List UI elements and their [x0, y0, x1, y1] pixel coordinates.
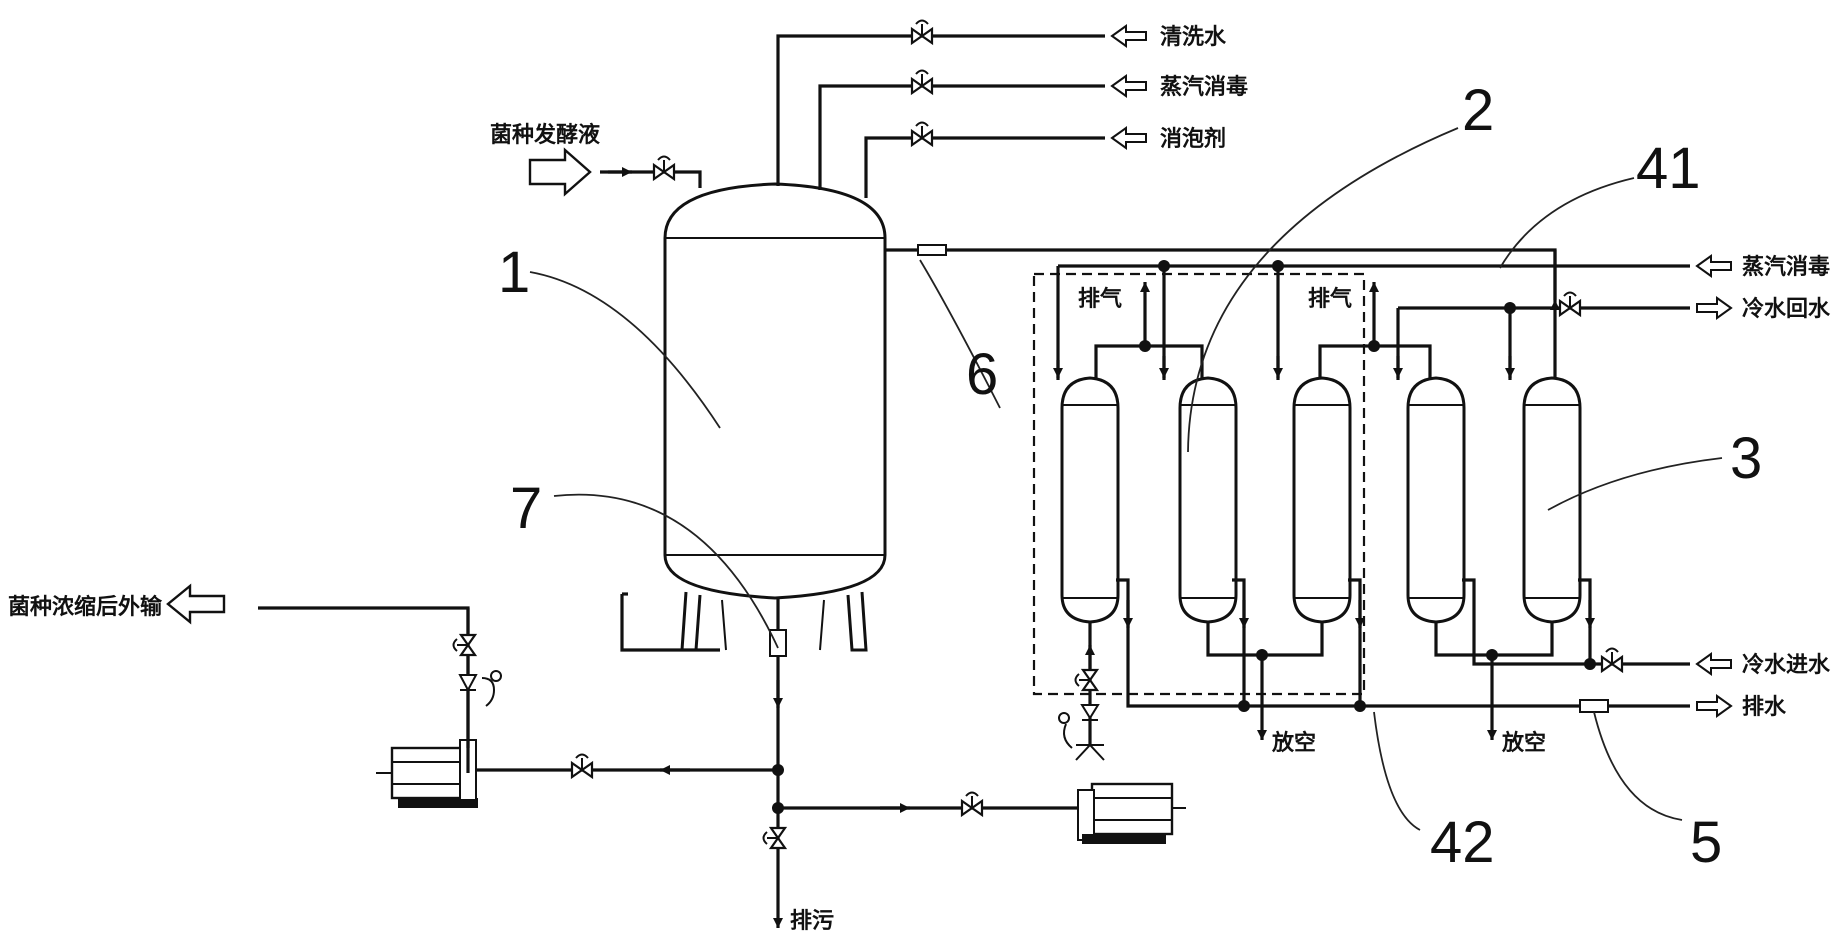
vent-label-1: 放空 [1271, 730, 1316, 756]
wash-water-arrow-icon [1111, 25, 1147, 47]
tank-outlet-network [470, 598, 1105, 928]
part-number-6: 6 [966, 342, 998, 407]
cold-water-return-label: 冷水回水 [1742, 296, 1831, 322]
exhaust-label-2: 排气 [1308, 286, 1352, 312]
part-number-5: 5 [1690, 810, 1722, 875]
defoamer-label: 消泡剂 [1160, 126, 1226, 152]
drain-arrow-icon [1696, 695, 1732, 717]
part-number-2: 2 [1462, 78, 1494, 143]
right-pump [1058, 712, 1186, 844]
top-inlet-lines [776, 19, 1105, 198]
cold-water-in-arrow-icon [1696, 653, 1732, 675]
vent-label-2: 放空 [1501, 730, 1546, 756]
membrane-module-boundary [1032, 272, 1366, 696]
defoamer-arrow-icon [1111, 127, 1147, 149]
seed-broth-inlet [528, 147, 702, 197]
cold-water-in-label: 冷水进水 [1742, 652, 1831, 678]
steam-sterilize-right-label: 蒸汽消毒 [1742, 254, 1830, 280]
sewage-label: 排污 [790, 909, 834, 934]
exhaust-label-1: 排气 [1078, 286, 1122, 312]
steam-top-arrow-icon [1111, 75, 1147, 97]
concentrate-out-label: 菌种浓缩后外输 [8, 594, 163, 620]
fermentation-tank [620, 182, 887, 652]
part-number-7: 7 [510, 476, 542, 541]
right-pipe-network [885, 244, 1690, 380]
separation-columns [1060, 376, 1582, 624]
seed-broth-label: 菌种发酵液 [490, 122, 600, 148]
part-number-42: 42 [1430, 810, 1495, 875]
wash-water-label: 清洗水 [1160, 24, 1227, 50]
part-number-1: 1 [498, 240, 530, 305]
steam-right-arrow-icon [1696, 255, 1732, 277]
callout-leaders [529, 127, 1723, 831]
drain-label: 排水 [1742, 695, 1787, 720]
part-number-3: 3 [1730, 426, 1762, 491]
cold-water-return-arrow-icon [1696, 297, 1732, 319]
bottom-pipe-network [1074, 578, 1690, 740]
part-number-41: 41 [1636, 136, 1701, 201]
steam-sterilize-top-label: 蒸汽消毒 [1160, 74, 1248, 100]
concentrate-line [166, 583, 502, 748]
